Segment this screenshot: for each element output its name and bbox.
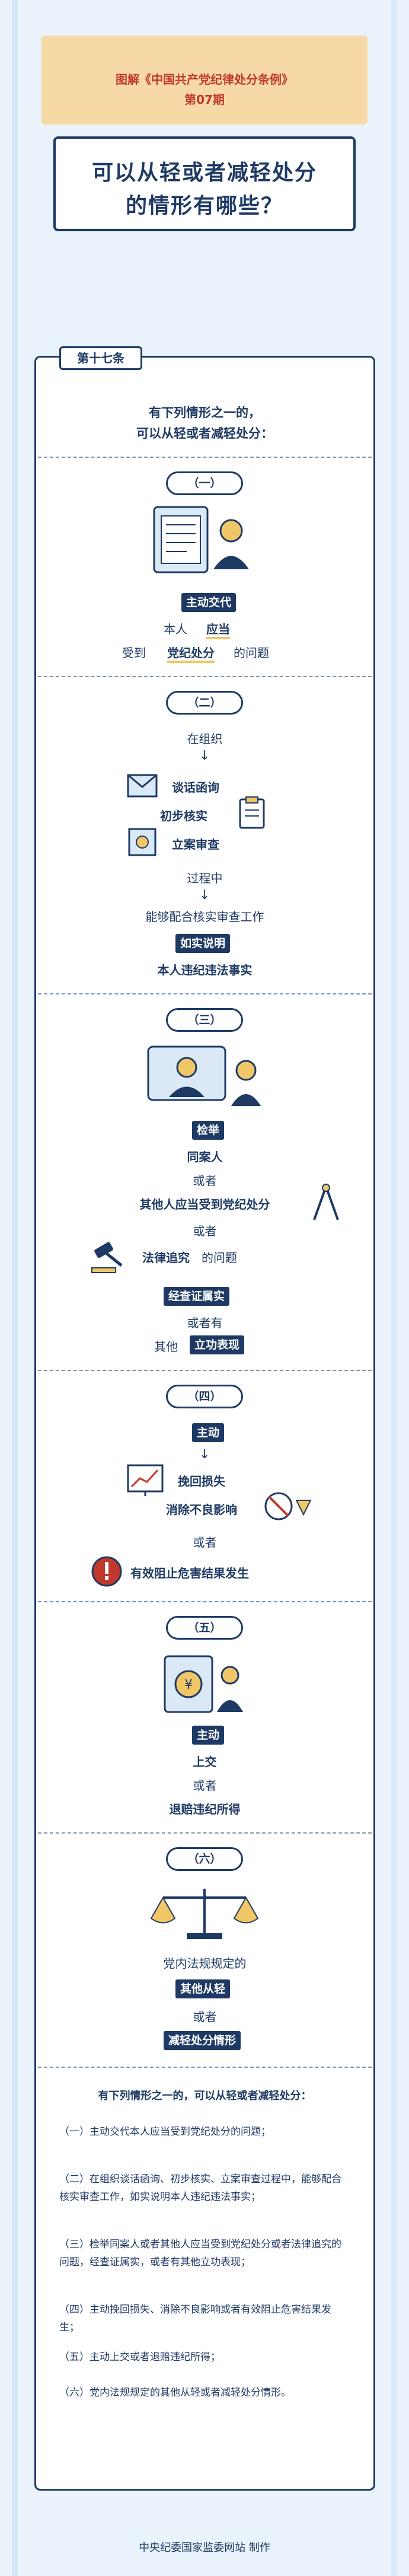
divider bbox=[38, 1832, 372, 1834]
series-title: 图解《中国共产党纪律处分条例》 bbox=[116, 72, 293, 87]
summary-item-1: （一）主动交代本人应当受到党纪处分的问题； bbox=[59, 2126, 271, 2138]
text-issue: 的问题 bbox=[234, 646, 269, 660]
highlight-active-confess: 主动交代 bbox=[181, 593, 237, 612]
text-or: 或者 bbox=[193, 1174, 217, 1188]
money-bag-person-icon: ¥ bbox=[164, 1655, 243, 1713]
text-or-have: 或者有 bbox=[187, 1316, 223, 1330]
highlight-other-lenient: 其他从轻 bbox=[175, 1979, 231, 1998]
compass-icon bbox=[313, 1184, 339, 1220]
highlight-verified: 经查证属实 bbox=[164, 1287, 230, 1306]
summary-item-2: （二）在组织谈话函询、初步核实、立案审查过程中，能够配合核实审查工作，如实说明本… bbox=[59, 2173, 341, 2203]
text-should: 应当 bbox=[206, 620, 230, 639]
divider bbox=[38, 993, 372, 994]
text-talk-inquiry: 谈话函询 bbox=[172, 780, 219, 795]
section-badge-6: （六） bbox=[166, 1847, 243, 1871]
background-stripe bbox=[12, 0, 18, 2576]
report-person-icon bbox=[147, 1045, 261, 1106]
scale-icon bbox=[150, 1889, 259, 1939]
text-self: 本人 bbox=[164, 622, 187, 636]
no-bad-influence-icon bbox=[264, 1492, 312, 1520]
text-recover-loss: 挽回损失 bbox=[178, 1474, 225, 1488]
section-badge-3: （三） bbox=[166, 1008, 243, 1032]
text-or: 或者 bbox=[193, 1224, 217, 1238]
text-refund-illicit-gains: 退赔违纪所得 bbox=[169, 1802, 241, 1816]
intro-line-1: 有下列情形之一的， bbox=[149, 406, 261, 420]
section-badge-2: （二） bbox=[166, 691, 243, 715]
highlight-report: 检举 bbox=[192, 1121, 225, 1140]
text-eliminate-impact: 消除不良影响 bbox=[166, 1503, 237, 1517]
issue-number: 第07期 bbox=[184, 93, 225, 107]
arrow-down-icon: ↓ bbox=[199, 888, 210, 903]
text-legal-pursuit: 法律追究 bbox=[142, 1251, 190, 1265]
highlight-meritorious: 立功表现 bbox=[190, 1335, 245, 1354]
clipboard-icon bbox=[239, 796, 265, 829]
gavel-icon bbox=[91, 1242, 123, 1273]
title-line-1: 可以从轻或者减轻处分 bbox=[91, 161, 317, 185]
footer-credit: 中央纪委国家监委网站 制作 bbox=[139, 2542, 270, 2554]
case-file-icon bbox=[128, 828, 156, 856]
article-tag: 第十七条 bbox=[59, 346, 142, 370]
text-or: 或者 bbox=[193, 1535, 217, 1550]
text-or: 或者 bbox=[193, 2010, 217, 2024]
chart-board-icon bbox=[127, 1464, 164, 1496]
text-cooperate: 能够配合核实审查工作 bbox=[145, 910, 264, 924]
text-or: 或者 bbox=[193, 1778, 217, 1793]
document-person-icon bbox=[153, 506, 249, 573]
letter-icon bbox=[127, 774, 158, 798]
text-preliminary-verify: 初步核实 bbox=[160, 809, 207, 823]
summary-item-6: （六）党内法规规定的其他从轻或者减轻处分情形。 bbox=[59, 2387, 291, 2399]
highlight-truthfully-explain: 如实说明 bbox=[175, 934, 231, 953]
text-issue: 的问题 bbox=[202, 1251, 237, 1265]
divider bbox=[38, 676, 372, 677]
highlight-active: 主动 bbox=[192, 1726, 225, 1745]
summary-item-4: （四）主动挽回损失、消除不良影响或者有效阻止危害结果发生； bbox=[59, 2304, 331, 2333]
arrow-down-icon: ↓ bbox=[199, 748, 210, 763]
text-receive: 受到 bbox=[122, 646, 146, 660]
section-badge-4: （四） bbox=[166, 1385, 243, 1408]
text-party-discipline: 党纪处分 bbox=[167, 643, 215, 663]
divider bbox=[38, 457, 372, 458]
summary-title: 有下列情形之一的，可以从轻或者减轻处分： bbox=[98, 2090, 312, 2102]
divider bbox=[38, 2067, 372, 2068]
text-others-discipline: 其他人应当受到党纪处分 bbox=[139, 1197, 270, 1212]
divider bbox=[38, 1370, 372, 1371]
title-box: 可以从轻或者减轻处分 的情形有哪些？ bbox=[53, 136, 356, 231]
highlight-reduced-punishment: 减轻处分情形 bbox=[164, 2031, 241, 2050]
text-own-violation-facts: 本人违纪违法事实 bbox=[157, 963, 253, 977]
text-party-regulations: 党内法规规定的 bbox=[163, 1956, 247, 1971]
header-band: 图解《中国共产党纪律处分条例》 第07期 bbox=[41, 36, 368, 125]
background-stripe bbox=[391, 0, 397, 2576]
text-hand-over: 上交 bbox=[193, 1755, 217, 1769]
divider bbox=[38, 1601, 372, 1602]
text-in-process: 过程中 bbox=[187, 871, 223, 885]
text-in-organization: 在组织 bbox=[187, 732, 223, 746]
text-accomplice: 同案人 bbox=[187, 1150, 223, 1164]
arrow-down-icon: ↓ bbox=[199, 1447, 210, 1462]
section-badge-5: （五） bbox=[166, 1616, 243, 1640]
title-line-2: 的情形有哪些？ bbox=[125, 194, 283, 218]
text-case-review: 立案审查 bbox=[172, 837, 219, 852]
intro-line-2: 可以从轻或者减轻处分： bbox=[136, 426, 273, 441]
summary-item-3: （三）检举同案人或者其他人应当受到党纪处分或者法律追究的问题，经查证属实，或者有… bbox=[59, 2239, 341, 2268]
section-badge-1: （一） bbox=[166, 471, 243, 495]
text-prevent-harm: 有效阻止危害结果发生 bbox=[130, 1566, 249, 1580]
svg-text:¥: ¥ bbox=[184, 1678, 193, 1692]
warning-icon bbox=[91, 1556, 122, 1587]
highlight-active: 主动 bbox=[192, 1423, 225, 1442]
text-other: 其他 bbox=[154, 1340, 178, 1354]
summary-item-5: （五）主动上交或者退赔违纪所得； bbox=[59, 2351, 221, 2363]
